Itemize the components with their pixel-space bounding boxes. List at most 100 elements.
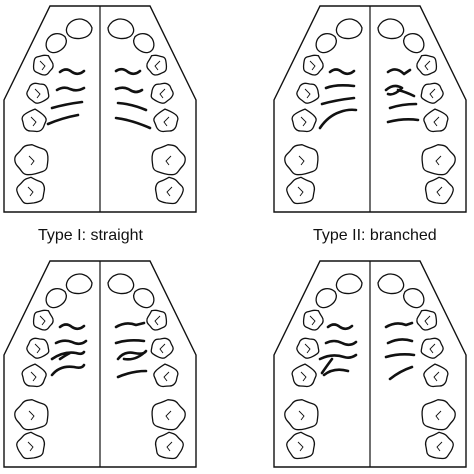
palatal-ruga-2	[55, 86, 86, 92]
tooth-groove	[34, 88, 41, 99]
tooth-groove	[30, 116, 37, 127]
tooth-groove	[298, 410, 305, 421]
tooth-groove	[433, 116, 440, 127]
palatal-ruga-7	[116, 101, 148, 112]
tooth-canine-right	[146, 54, 168, 76]
palatal-ruga-8	[114, 116, 152, 130]
tooth-lateral-incisor-right	[402, 32, 425, 54]
tooth-central-incisor-left	[335, 273, 363, 295]
tooth-first-molar-right	[421, 144, 456, 176]
palatal-ruga-3	[50, 350, 86, 361]
palate-outline	[3, 5, 197, 213]
tooth-groove	[429, 88, 436, 99]
palatal-ruga-1	[328, 68, 356, 76]
tooth-groove	[34, 343, 41, 354]
palate-outline	[273, 260, 467, 468]
palatal-ruga-8	[386, 118, 420, 124]
tooth-groove	[300, 116, 307, 127]
tooth-central-incisor-left	[65, 273, 93, 295]
tooth-central-incisor-right	[377, 273, 405, 295]
tooth-groove	[433, 371, 440, 382]
tooth-canine-left	[32, 54, 54, 76]
tooth-groove	[429, 343, 436, 354]
tooth-lateral-incisor-left	[45, 32, 68, 54]
tooth-central-incisor-right	[107, 18, 135, 40]
caption-type-i-straight: Type I: straight	[38, 227, 143, 244]
tooth-first-molar-right	[151, 144, 186, 176]
tooth-groove	[159, 88, 166, 99]
palatal-ruga-4	[50, 363, 86, 377]
palatal-ruga-2	[324, 339, 358, 347]
tooth-canine-left	[302, 54, 324, 76]
palatal-ruga-7	[384, 353, 416, 359]
tooth-groove	[30, 371, 37, 382]
palatal-ruga-6	[384, 84, 416, 98]
tooth-groove	[27, 186, 34, 197]
tooth-groove	[424, 60, 431, 71]
tooth-groove	[298, 155, 305, 166]
palatal-ruga-5	[386, 68, 412, 76]
palatal-ruga-3	[318, 353, 358, 375]
tooth-first-molar-left	[14, 399, 49, 431]
caption-type-ii-branched: Type II: branched	[313, 227, 437, 244]
palatal-ruga-6	[114, 86, 144, 94]
tooth-groove	[304, 88, 311, 99]
palatal-ruga-7	[388, 102, 418, 110]
tooth-groove	[163, 116, 170, 127]
palatal-ruga-8	[388, 365, 414, 381]
tooth-groove	[154, 60, 161, 71]
palatal-ruga-6	[386, 338, 414, 345]
tooth-groove	[165, 410, 172, 421]
tooth-first-premolar-left	[26, 82, 50, 104]
tooth-groove	[28, 155, 35, 166]
palatal-ruga-6	[114, 339, 146, 345]
palatal-ruga-4	[318, 108, 358, 130]
tooth-first-molar-left	[284, 144, 319, 176]
palatal-ruga-1	[58, 68, 86, 76]
tooth-second-molar-right	[154, 431, 184, 460]
palate-outline	[273, 5, 467, 213]
tooth-first-molar-left	[284, 399, 319, 431]
tooth-canine-left	[32, 309, 54, 331]
tooth-groove	[165, 155, 172, 166]
tooth-central-incisor-left	[335, 18, 363, 40]
tooth-first-molar-left	[14, 144, 49, 176]
tooth-groove	[297, 441, 304, 452]
tooth-groove	[27, 441, 34, 452]
tooth-groove	[309, 60, 316, 71]
tooth-canine-right	[146, 309, 168, 331]
palatal-ruga-7	[116, 349, 148, 361]
tooth-groove	[436, 441, 443, 452]
tooth-groove	[159, 343, 166, 354]
tooth-second-molar-right	[424, 431, 454, 460]
tooth-lateral-incisor-right	[132, 287, 155, 309]
palatal-ruga-1	[326, 323, 354, 331]
palatal-ruga-8	[116, 369, 148, 379]
tooth-groove	[436, 186, 443, 197]
palatal-ruga-1	[58, 323, 86, 331]
tooth-lateral-incisor-right	[132, 32, 155, 54]
palatal-ruga-5	[384, 321, 414, 329]
palatal-ruga-3	[320, 96, 356, 106]
tooth-canine-right	[416, 54, 438, 76]
tooth-lateral-incisor-left	[45, 287, 68, 309]
tooth-first-molar-right	[151, 399, 186, 431]
palatal-ruga-2	[324, 84, 356, 90]
palatal-ruga-3	[50, 100, 84, 110]
palatal-ruga-5	[114, 67, 142, 76]
tooth-central-incisor-right	[107, 273, 135, 295]
tooth-first-premolar-left	[296, 337, 320, 359]
tooth-canine-left	[302, 309, 324, 331]
tooth-lateral-incisor-left	[315, 287, 338, 309]
tooth-groove	[435, 410, 442, 421]
tooth-groove	[424, 315, 431, 326]
tooth-canine-right	[416, 309, 438, 331]
tooth-first-premolar-right	[150, 337, 174, 359]
tooth-lateral-incisor-left	[315, 32, 338, 54]
palate-type-ii-branched	[273, 5, 467, 213]
tooth-first-premolar-right	[420, 82, 444, 104]
tooth-second-molar-left	[286, 431, 316, 460]
tooth-first-premolar-left	[296, 82, 320, 104]
tooth-central-incisor-left	[65, 18, 93, 40]
